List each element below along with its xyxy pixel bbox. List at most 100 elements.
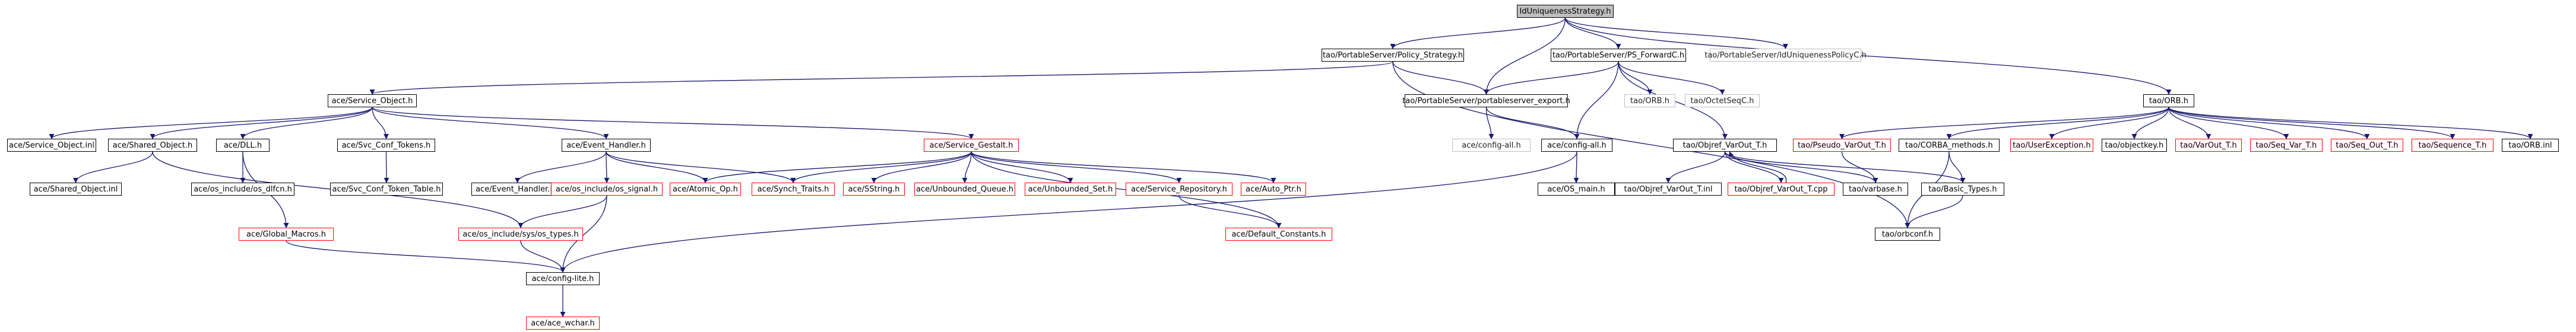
node-userexception[interactable]: tao/UserException.h xyxy=(2010,139,2093,152)
node-os-signal[interactable]: ace/os_include/os_signal.h xyxy=(551,183,663,196)
edge-service-object-to-svc-conf-tokens xyxy=(372,107,389,139)
node-basic-types[interactable]: tao/Basic_Types.h xyxy=(1921,183,2004,196)
node-svc-conf-tokens[interactable]: ace/Svc_Conf_Tokens.h xyxy=(337,139,435,152)
edge-root-to-ps-forwardc xyxy=(1564,17,1621,49)
node-service-object-inl[interactable]: ace/Service_Object.inl xyxy=(7,139,96,152)
node-objref-varout-cpp[interactable]: tao/Objref_VarOut_T.cpp xyxy=(1728,183,1834,196)
edge-tao-orb-h-upper-to-corba-methods xyxy=(1946,107,2169,139)
edge-service-gestalt-to-service-repository xyxy=(971,151,1182,183)
node-seq-var-t[interactable]: tao/Seq_Var_T.h xyxy=(2250,139,2322,152)
node-unbounded-queue[interactable]: ace/Unbounded_Queue.h xyxy=(914,183,1015,196)
node-service-gestalt[interactable]: ace/Service_Gestalt.h xyxy=(924,139,1019,152)
edge-portableserver-export-to-config-all-external xyxy=(1485,107,1494,139)
edge-service-repository-to-default-constants xyxy=(1178,195,1282,228)
node-ace-wchar[interactable]: ace/ace_wchar.h xyxy=(526,317,600,330)
edge-policy-strategy-to-orbconf xyxy=(1392,61,1910,228)
node-config-all-external[interactable]: ace/config-all.h xyxy=(1452,139,1531,152)
node-ps-forwardc[interactable]: tao/PortableServer/PS_ForwardC.h xyxy=(1551,49,1686,62)
node-dll[interactable]: ace/DLL.h xyxy=(216,139,270,152)
node-octetseqc[interactable]: tao/OctetSeqC.h xyxy=(1685,94,1760,107)
edge-service-gestalt-to-sstring xyxy=(871,151,972,183)
node-service-repository[interactable]: ace/Service_Repository.h xyxy=(1126,183,1232,196)
edge-tao-orb-h-upper-to-userexception xyxy=(2049,107,2169,139)
edge-tao-orb-h-upper-to-objectkey xyxy=(2131,107,2169,139)
node-auto-ptr[interactable]: ace/Auto_Ptr.h xyxy=(1241,183,1306,196)
node-objref-varout[interactable]: tao/Objref_VarOut_T.h xyxy=(1673,139,1777,152)
edge-ps-forwardc-to-config-all xyxy=(1574,61,1619,139)
node-event-handler-inl[interactable]: ace/Event_Handler.inl xyxy=(471,183,563,196)
node-varbase[interactable]: tao/varbase.h xyxy=(1843,183,1908,196)
node-config-all[interactable]: ace/config-all.h xyxy=(1541,139,1612,152)
node-varout-t[interactable]: tao/VarOut_T.h xyxy=(2175,139,2242,152)
edge-service-gestalt-to-unbounded-queue xyxy=(962,151,972,183)
node-seq-out-t[interactable]: tao/Seq_Out_T.h xyxy=(2331,139,2403,152)
edge-service-gestalt-to-atomic-op xyxy=(702,151,972,183)
edge-root-to-iduniquenesspolicyc xyxy=(1564,17,1788,49)
edge-objref-varout-to-objref-varout-cpp xyxy=(1724,151,1784,183)
edge-service-gestalt-to-unbounded-set xyxy=(971,151,1073,183)
node-default-constants[interactable]: ace/Default_Constants.h xyxy=(1225,228,1332,241)
edge-policy-strategy-to-service-object xyxy=(369,61,1393,95)
edge-ps-forwardc-to-portableserver-export xyxy=(1484,61,1619,95)
node-sys-os-types[interactable]: ace/os_include/sys/os_types.h xyxy=(458,228,583,241)
edge-service-gestalt-to-synch-traits xyxy=(790,151,972,183)
edge-root-to-portableserver-export xyxy=(1483,17,1566,95)
node-tao-orb-h[interactable]: tao/ORB.h xyxy=(1624,94,1675,107)
edge-root-to-policy-strategy xyxy=(1390,17,1566,49)
edge-os-signal-to-config-lite xyxy=(560,195,607,273)
node-atomic-op[interactable]: ace/Atomic_Op.h xyxy=(670,183,741,196)
node-os-main[interactable]: ace/OS_main.h xyxy=(1538,183,1615,196)
edge-policy-strategy-to-portableserver-export xyxy=(1392,61,1490,95)
node-pseudo-varout[interactable]: tao/Pseudo_VarOut_T.h xyxy=(1793,139,1891,152)
node-synch-traits[interactable]: ace/Synch_Traits.h xyxy=(752,183,835,196)
node-orbconf[interactable]: tao/orbconf.h xyxy=(1875,228,1940,241)
node-iduniquenesspolicyc[interactable]: tao/PortableServer/IdUniquenessPolicyC.h xyxy=(1704,49,1867,62)
edge-ps-forwardc-to-octetseqc xyxy=(1618,61,1725,95)
edge-tao-orb-h-upper-to-sequence-t xyxy=(2168,107,2455,139)
edge-event-handler-to-event-handler-inl xyxy=(514,151,607,183)
node-global-macros[interactable]: ace/Global_Macros.h xyxy=(239,228,334,241)
edge-root-to-tao-orb-h-upper xyxy=(1564,17,2172,95)
node-config-lite[interactable]: ace/config-lite.h xyxy=(526,272,600,285)
node-objref-varout-inl[interactable]: tao/Objref_VarOut_T.inl xyxy=(1615,183,1722,196)
node-sequence-t[interactable]: tao/Sequence_T.h xyxy=(2412,139,2493,152)
node-sstring[interactable]: ace/SString.h xyxy=(843,183,905,196)
edge-global-macros-to-config-lite xyxy=(286,240,566,273)
node-unbounded-set[interactable]: ace/Unbounded_Set.h xyxy=(1025,183,1116,196)
edge-service-gestalt-to-default-constants xyxy=(971,151,1282,228)
edge-ps-forwardc-to-tao-orb-h xyxy=(1618,61,1653,95)
edge-tao-orb-h-upper-to-seq-var-t xyxy=(2168,107,2289,139)
node-orb-inl[interactable]: tao/ORB.inl xyxy=(2502,139,2559,152)
node-policy-strategy[interactable]: tao/PortableServer/Policy_Strategy.h xyxy=(1322,49,1464,62)
edge-basic-types-to-orbconf xyxy=(1905,195,1963,228)
edge-svc-conf-tokens-to-svc-conf-token-table xyxy=(384,151,389,183)
edge-corba-methods-to-basic-types xyxy=(1948,151,1966,183)
edge-tao-orb-h-upper-to-varout-t xyxy=(2168,107,2211,139)
node-shared-object-inl[interactable]: ace/Shared_Object.inl xyxy=(30,183,122,196)
node-shared-object[interactable]: ace/Shared_Object.h xyxy=(108,139,197,152)
node-service-object[interactable]: ace/Service_Object.h xyxy=(328,94,417,107)
node-tao-orb-h-upper[interactable]: tao/ORB.h xyxy=(2143,94,2194,107)
node-event-handler[interactable]: ace/Event_Handler.h xyxy=(562,139,651,152)
node-root[interactable]: IdUniquenessStrategy.h xyxy=(1517,5,1614,18)
edge-tao-orb-h-upper-to-pseudo-varout xyxy=(1839,107,2169,139)
edge-objref-varout-cpp-to-objref-varout xyxy=(1728,151,1787,183)
edge-config-all-to-config-lite xyxy=(560,151,1577,273)
node-objectkey[interactable]: tao/objectkey.h xyxy=(2102,139,2167,152)
node-portableserver-export[interactable]: tao/PortableServer/portableserver_export… xyxy=(1402,94,1570,107)
edge-tao-orb-h-upper-to-seq-out-t xyxy=(2168,107,2370,139)
edge-shared-object-to-shared-object-inl xyxy=(72,151,153,183)
edge-service-gestalt-to-auto-ptr xyxy=(971,151,1276,183)
node-svc-conf-token-table[interactable]: ace/Svc_Conf_Token_Table.h xyxy=(330,183,443,196)
edges xyxy=(49,17,2533,317)
edge-config-all-to-os-main xyxy=(1573,151,1579,183)
edge-tao-orb-h-upper-to-orb-inl xyxy=(2168,107,2533,139)
node-os-dlfcn[interactable]: ace/os_include/os_dlfcn.h xyxy=(191,183,294,196)
edge-objref-varout-to-basic-types xyxy=(1724,151,1966,183)
edge-service-object-to-shared-object xyxy=(150,107,373,139)
edge-portableserver-export-to-config-all xyxy=(1485,107,1580,139)
edge-objref-varout-to-varbase xyxy=(1724,151,1878,183)
node-corba-methods[interactable]: tao/CORBA_methods.h xyxy=(1899,139,2000,152)
edge-event-handler-to-os-signal xyxy=(604,151,610,183)
